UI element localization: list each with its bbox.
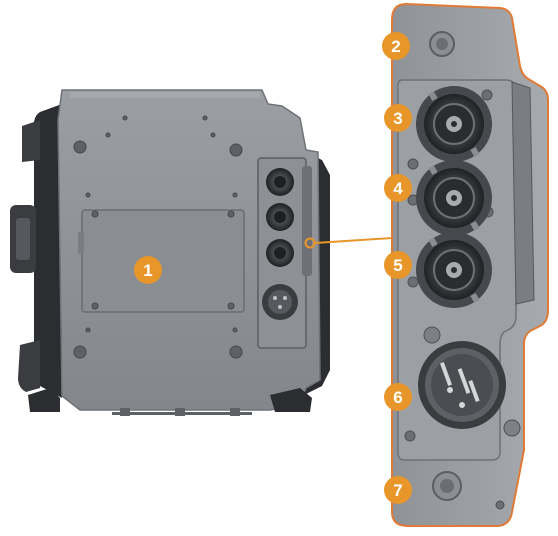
- bnc-connector-bottom: [416, 232, 492, 308]
- callout-6-label: 6: [393, 388, 402, 407]
- callout-1: 1: [134, 256, 162, 284]
- callout-5: 5: [384, 251, 412, 279]
- callout-3: 3: [384, 104, 412, 132]
- xlr-connector: [418, 341, 506, 429]
- callout-6: 6: [384, 383, 412, 411]
- bottom-vents: [112, 408, 252, 416]
- bnc-connector-top: [416, 86, 492, 162]
- camera-body: [10, 89, 330, 416]
- callout-2: 2: [382, 32, 410, 60]
- leader-line: [304, 237, 393, 249]
- callout-3-label: 3: [393, 109, 402, 128]
- top-mounting-point: [429, 31, 455, 57]
- torx-screws: [423, 326, 521, 437]
- callout-7: 7: [384, 476, 412, 504]
- callout-5-label: 5: [393, 256, 402, 275]
- center-cover-plate: [81, 209, 245, 313]
- bottom-mounting-point: [432, 471, 462, 501]
- body-bnc-connectors: [262, 168, 298, 320]
- callout-4: 4: [384, 174, 412, 202]
- bnc-connector-middle: [416, 160, 492, 236]
- callout-7-label: 7: [393, 481, 402, 500]
- callout-4-label: 4: [393, 179, 403, 198]
- body-left-shoulder: [34, 104, 62, 398]
- connector-panel-detail: [391, 2, 549, 527]
- body-screws: [73, 115, 243, 359]
- callout-2-label: 2: [391, 37, 400, 56]
- callout-1-label: 1: [143, 261, 152, 280]
